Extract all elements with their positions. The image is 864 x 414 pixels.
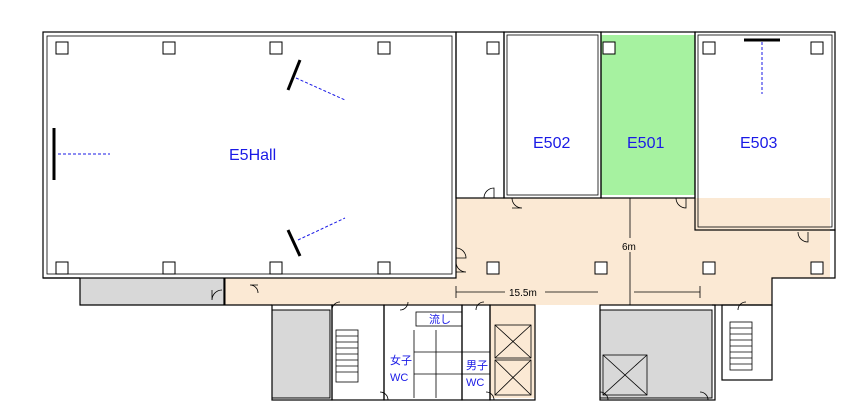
elevator-area — [599, 309, 713, 399]
womens-wc-label-line2: WC — [390, 372, 408, 384]
sink-label: 流し — [429, 312, 451, 326]
room-label-e501[interactable]: E501 — [627, 135, 664, 152]
mens-wc-label-line2: WC — [466, 377, 484, 389]
elevator-shafts — [494, 324, 648, 396]
outer-walls — [42, 31, 836, 306]
room-label-e502[interactable]: E502 — [533, 135, 570, 152]
room-label-e503[interactable]: E503 — [740, 135, 777, 152]
staircase-right — [729, 321, 753, 371]
room-label-hall[interactable]: E5Hall — [229, 147, 276, 164]
storage-area-left — [79, 277, 226, 306]
dimension-lines — [455, 198, 701, 305]
service-core-walls — [271, 304, 773, 401]
dimension-label-depth: 6m — [622, 242, 636, 253]
dimension-label-width: 15.5m — [509, 288, 537, 299]
stair-area-left — [271, 309, 331, 399]
corridor-area — [224, 198, 830, 398]
room-e501-highlight[interactable] — [601, 35, 695, 195]
staircase-left — [335, 329, 359, 383]
womens-wc-label-line1: 女子 — [390, 353, 412, 367]
mens-wc-label-line1: 男子 — [466, 359, 488, 372]
projection-screens — [52, 38, 780, 257]
doors — [211, 187, 809, 401]
pillars — [55, 41, 824, 275]
